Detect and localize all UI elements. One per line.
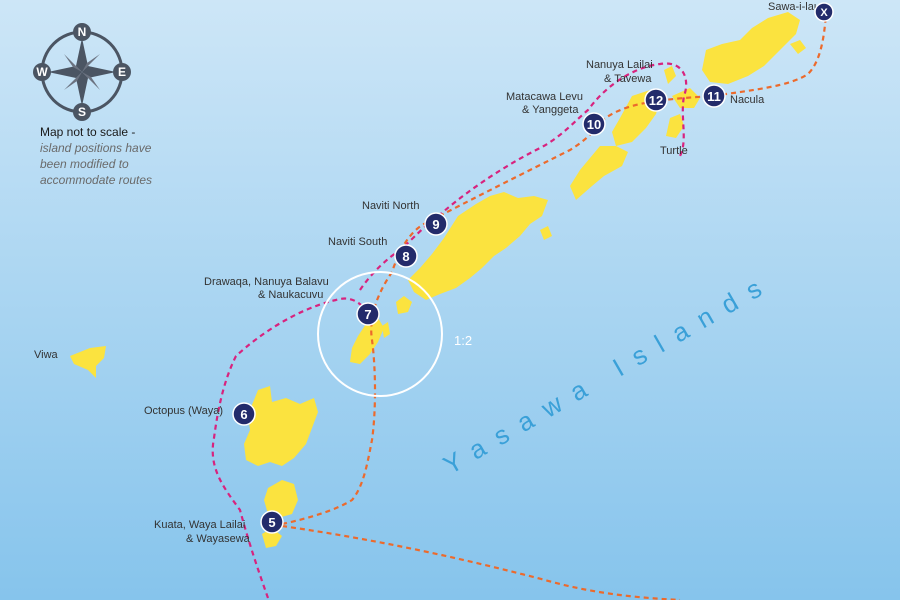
- svg-text:6: 6: [240, 407, 247, 422]
- place-sawa-i-lau: Sawa-i-lau: [768, 1, 820, 13]
- marker-6[interactable]: 6: [232, 402, 256, 426]
- place-matacawa-1: Matacawa Levu: [506, 91, 583, 103]
- note-line-1: Map not to scale -: [40, 125, 136, 139]
- compass-n: N: [78, 25, 87, 39]
- zoom-circle: [317, 271, 443, 397]
- island-naviti: [408, 192, 548, 300]
- svg-text:X: X: [820, 7, 828, 19]
- place-naviti-south: Naviti South: [328, 236, 387, 248]
- island-waya-lailai: [264, 480, 298, 518]
- place-drawaqa-1: Drawaqa, Nanuya Balavu: [204, 276, 329, 288]
- islands: [70, 12, 806, 548]
- svg-text:5: 5: [268, 515, 275, 530]
- place-matacawa-2: & Yanggeta: [522, 104, 579, 116]
- marker-9[interactable]: 9: [424, 212, 448, 236]
- compass-w: W: [36, 65, 48, 79]
- marker-8[interactable]: 8: [394, 244, 418, 268]
- svg-text:8: 8: [402, 249, 409, 264]
- compass-icon: N S E W: [33, 23, 131, 121]
- note-line-2: island positions have: [40, 141, 152, 155]
- island-turtle: [666, 114, 684, 138]
- note-line-4: accommodate routes: [40, 173, 153, 187]
- svg-text:7: 7: [364, 307, 371, 322]
- island-small-east: [790, 40, 806, 54]
- place-naviti-north: Naviti North: [362, 200, 419, 212]
- marker-10[interactable]: 10: [582, 112, 606, 136]
- place-nanuya-2: & Tavewa: [604, 73, 652, 85]
- island-nanuya-balavu: [382, 322, 390, 338]
- island-viwa: [70, 346, 106, 378]
- place-viwa: Viwa: [34, 349, 59, 361]
- marker-5[interactable]: 5: [260, 510, 284, 534]
- island-naviti-east: [540, 226, 552, 240]
- route-orange: [281, 13, 828, 600]
- place-octopus: Octopus (Waya): [144, 405, 223, 417]
- route-magenta: [211, 62, 688, 599]
- map-note: Map not to scale - island positions have…: [40, 124, 240, 188]
- marker-7[interactable]: 7: [356, 302, 380, 326]
- scale-label: 1:2: [454, 333, 472, 348]
- compass-e: E: [118, 65, 126, 79]
- compass-s: S: [78, 105, 86, 119]
- island-drawaqa: [396, 296, 412, 314]
- place-turtle: Turtle: [660, 145, 688, 157]
- place-nacula: Nacula: [730, 94, 765, 106]
- svg-text:12: 12: [649, 93, 663, 108]
- island-waya: [244, 386, 318, 466]
- svg-text:11: 11: [707, 89, 721, 104]
- island-yanggeta: [570, 146, 628, 200]
- note-line-3: been modified to: [40, 157, 129, 171]
- marker-12[interactable]: 12: [644, 88, 668, 112]
- svg-text:9: 9: [432, 217, 439, 232]
- place-kuata-2: & Wayasewa: [186, 533, 251, 545]
- place-nanuya-1: Nanuya Lailai: [586, 59, 653, 71]
- marker-x[interactable]: X: [814, 2, 834, 22]
- marker-11[interactable]: 11: [702, 84, 726, 108]
- island-nanuya-lailai: [664, 66, 676, 84]
- svg-text:10: 10: [587, 117, 601, 132]
- island-sawa-i-lau-group: [702, 12, 800, 84]
- island-wayasewa: [262, 528, 282, 548]
- place-kuata-1: Kuata, Waya Lailai: [154, 519, 245, 531]
- place-drawaqa-2: & Naukacuvu: [258, 289, 323, 301]
- island-naukacuvu: [350, 318, 384, 364]
- island-nacula: [672, 88, 700, 108]
